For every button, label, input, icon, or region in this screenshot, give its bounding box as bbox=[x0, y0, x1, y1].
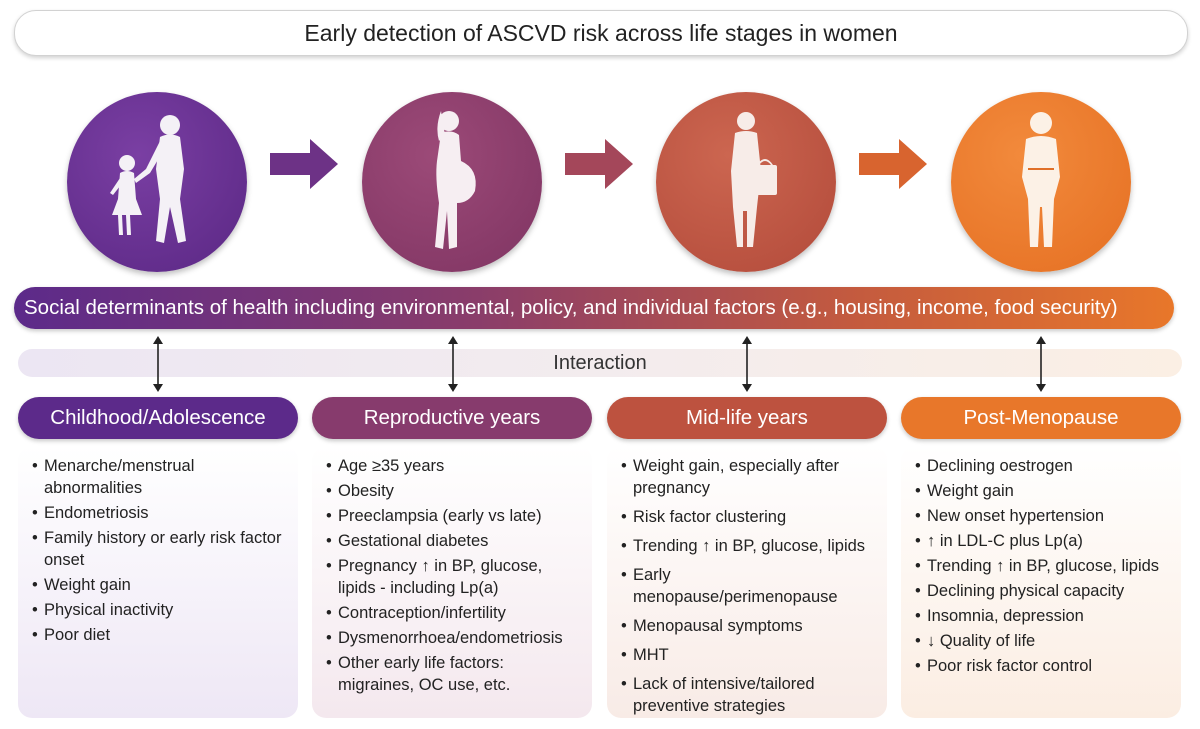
list-item: Age ≥35 years bbox=[326, 455, 582, 477]
list-item: Other early life factors: migraines, OC … bbox=[326, 652, 582, 696]
list-item: Menopausal symptoms bbox=[621, 615, 877, 637]
list-item: Dysmenorrhoea/endometriosis bbox=[326, 627, 582, 649]
pregnant-woman-icon bbox=[435, 111, 476, 249]
progression-arrow-1 bbox=[270, 139, 338, 189]
list-item: Preeclampsia (early vs late) bbox=[326, 505, 582, 527]
list-item: Weight gain bbox=[915, 480, 1171, 502]
list-item: Pregnancy ↑ in BP, glucose, lipids - inc… bbox=[326, 555, 582, 599]
stage-circle-reproductive bbox=[362, 92, 542, 272]
stage-circle-postmenopause bbox=[951, 92, 1131, 272]
list-item: ↑ in LDL-C plus Lp(a) bbox=[915, 530, 1171, 552]
interaction-label: Interaction bbox=[18, 349, 1182, 377]
woman-with-bag-icon bbox=[731, 112, 777, 247]
card-midlife: Weight gain, especially after pregnancy … bbox=[607, 446, 887, 718]
interaction-arrow-4 bbox=[1036, 336, 1046, 392]
list-item: MHT bbox=[621, 644, 877, 666]
stage-circle-childhood bbox=[67, 92, 247, 272]
card-reproductive: Age ≥35 years Obesity Preeclampsia (earl… bbox=[312, 446, 592, 718]
list-item: Weight gain bbox=[32, 574, 288, 596]
list-item: Lack of intensive/tailored preventive st… bbox=[621, 673, 877, 717]
diagram-title: Early detection of ASCVD risk across lif… bbox=[14, 10, 1188, 56]
list-item: Family history or early risk factor onse… bbox=[32, 527, 288, 571]
list-item: ↓ Quality of life bbox=[915, 630, 1171, 652]
list-item: Menarche/menstrual abnormalities bbox=[32, 455, 288, 499]
list-item: Poor diet bbox=[32, 624, 288, 646]
list-item: Declining physical capacity bbox=[915, 580, 1171, 602]
list-item: Trending ↑ in BP, glucose, lipids bbox=[915, 555, 1171, 577]
list-item: Gestational diabetes bbox=[326, 530, 582, 552]
interaction-arrow-3 bbox=[742, 336, 752, 392]
list-item: Contraception/infertility bbox=[326, 602, 582, 624]
list-item: Weight gain, especially after pregnancy bbox=[621, 455, 877, 499]
interaction-arrow-2 bbox=[448, 336, 458, 392]
progression-arrow-3 bbox=[859, 139, 927, 189]
interaction-arrow-1 bbox=[153, 336, 163, 392]
list-item: Poor risk factor control bbox=[915, 655, 1171, 677]
column-header-postmenopause: Post-Menopause bbox=[901, 397, 1181, 439]
column-header-reproductive: Reproductive years bbox=[312, 397, 592, 439]
card-childhood: Menarche/menstrual abnormalities Endomet… bbox=[18, 446, 298, 718]
column-header-midlife: Mid-life years bbox=[607, 397, 887, 439]
list-item: Insomnia, depression bbox=[915, 605, 1171, 627]
progression-arrow-2 bbox=[565, 139, 633, 189]
mother-and-daughter-icon bbox=[110, 115, 186, 243]
stage-circle-midlife bbox=[656, 92, 836, 272]
list-item: Obesity bbox=[326, 480, 582, 502]
social-determinants-bar: Social determinants of health including … bbox=[14, 287, 1174, 329]
column-header-childhood: Childhood/Adolescence bbox=[18, 397, 298, 439]
older-woman-icon bbox=[1022, 112, 1060, 247]
list-item: Early menopause/perimenopause bbox=[621, 564, 877, 608]
card-postmenopause: Declining oestrogen Weight gain New onse… bbox=[901, 446, 1181, 718]
list-item: New onset hypertension bbox=[915, 505, 1171, 527]
list-item: Endometriosis bbox=[32, 502, 288, 524]
list-item: Physical inactivity bbox=[32, 599, 288, 621]
list-item: Risk factor clustering bbox=[621, 506, 877, 528]
list-item: Trending ↑ in BP, glucose, lipids bbox=[621, 535, 877, 557]
list-item: Declining oestrogen bbox=[915, 455, 1171, 477]
